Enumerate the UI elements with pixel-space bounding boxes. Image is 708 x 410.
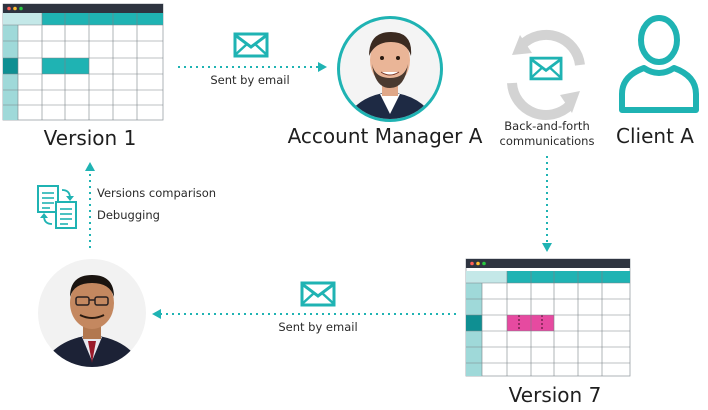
account-manager-label: Account Manager A <box>287 124 483 148</box>
documents-compare-icon <box>37 185 77 229</box>
account-manager-photo <box>337 16 443 122</box>
version-7-label: Version 7 <box>508 383 602 407</box>
refresh-cycle-icon <box>507 29 585 120</box>
debugging-label: Debugging <box>97 208 160 222</box>
user-outline-icon <box>619 15 699 113</box>
spreadsheet-version-7-icon <box>465 258 631 377</box>
client-label: Client A <box>616 124 694 148</box>
sent-by-email-bottom-label: Sent by email <box>278 320 358 334</box>
developer-photo <box>38 259 146 367</box>
back-and-forth-label-line-1: Back-and-forth <box>504 119 590 133</box>
spreadsheet-version-1-icon <box>2 3 164 121</box>
envelope-icon <box>529 56 563 81</box>
sent-by-email-top-label: Sent by email <box>210 73 290 87</box>
back-and-forth-label-line-2: communications <box>499 134 595 148</box>
versions-comparison-label: Versions comparison <box>97 186 217 200</box>
envelope-icon <box>233 32 269 58</box>
envelope-icon <box>300 281 336 307</box>
version-1-label: Version 1 <box>43 126 137 150</box>
